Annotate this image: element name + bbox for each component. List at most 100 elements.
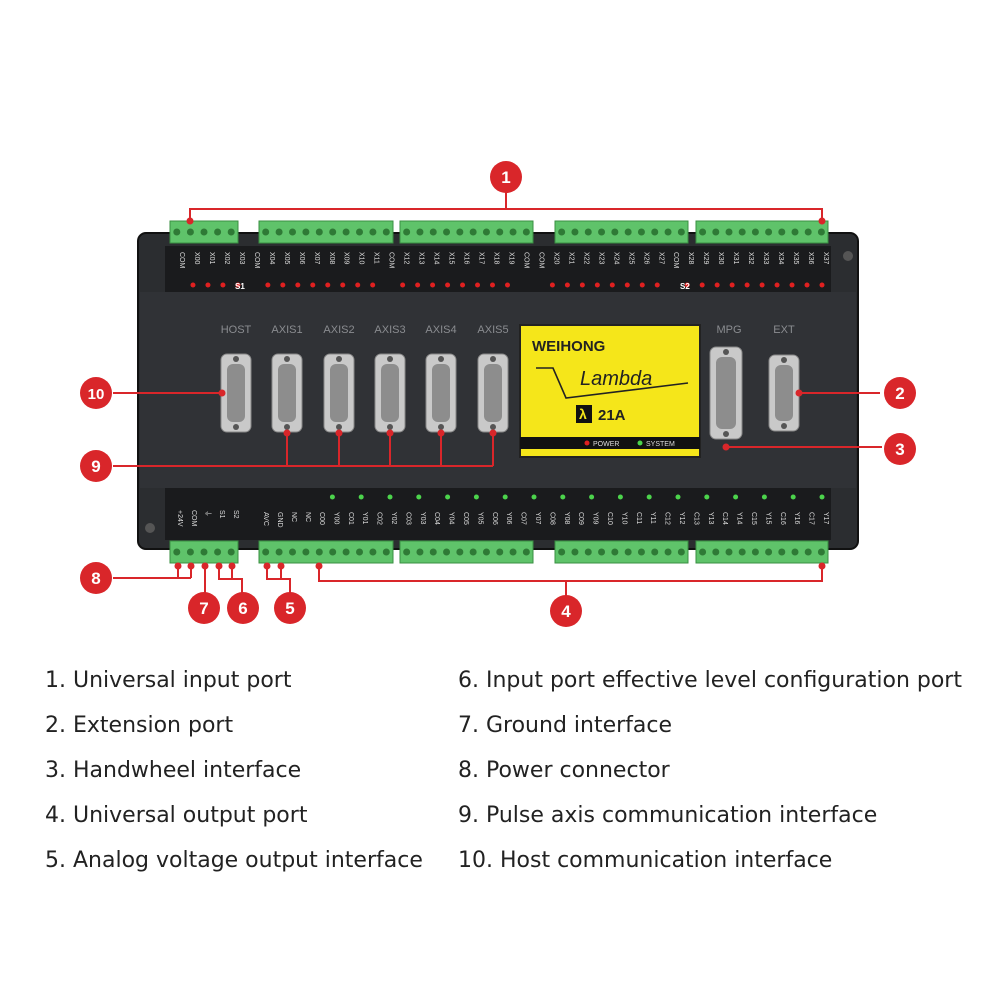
- terminal-screw: [804, 228, 812, 236]
- input-label: X18: [493, 252, 500, 265]
- input-led: [325, 282, 331, 288]
- input-label: COM: [253, 252, 260, 269]
- callout-anchor: [263, 562, 271, 570]
- power-led: [584, 440, 590, 446]
- callout-anchor: [489, 429, 497, 437]
- callout-number-2: 2: [895, 384, 904, 403]
- output-label: C10: [606, 512, 613, 525]
- terminal-screw: [186, 228, 194, 236]
- callout-anchor: [218, 389, 226, 397]
- output-led: [819, 494, 825, 500]
- legend-item-5: 5. Analog voltage output interface: [45, 848, 423, 873]
- legend-item-3: 3. Handwheel interface: [45, 758, 302, 783]
- input-label: X06: [298, 252, 305, 265]
- model-name: Lambda: [580, 368, 652, 390]
- terminal-screw: [302, 228, 310, 236]
- callout-anchor: [174, 562, 182, 570]
- input-label: X03: [238, 252, 245, 265]
- input-led: [684, 282, 690, 288]
- input-terminal-block-1: [169, 220, 239, 244]
- port-axis2: [323, 353, 355, 433]
- output-terminal-block-2: [399, 540, 534, 564]
- input-label: X09: [343, 252, 350, 265]
- input-label: X32: [747, 252, 754, 265]
- input-label: X07: [313, 252, 320, 265]
- terminal-screw: [651, 548, 659, 556]
- input-led: [549, 282, 555, 288]
- callout-badge-3: [884, 433, 916, 465]
- lambda-glyph: λ: [579, 406, 587, 422]
- callout-anchor: [215, 562, 223, 570]
- input-led: [729, 282, 735, 288]
- port-label-ext: EXT: [773, 324, 795, 336]
- input-led: [460, 282, 466, 288]
- input-label: X05: [283, 252, 290, 265]
- legend-right: 6. Input port effective level configurat…: [458, 658, 962, 883]
- lcd-screen: [519, 324, 701, 458]
- output-led: [704, 494, 710, 500]
- input-label: X27: [657, 252, 664, 265]
- legend-item-1: 1. Universal input port: [45, 668, 292, 693]
- analog-label: NC: [304, 512, 311, 522]
- terminal-screw: [382, 548, 390, 556]
- input-label: X00: [193, 252, 200, 265]
- output-label: Y11: [649, 512, 656, 524]
- input-label: X11: [373, 252, 380, 264]
- terminal-screw: [315, 228, 323, 236]
- callout-anchor: [437, 429, 445, 437]
- port-ext: [768, 354, 800, 432]
- input-led: [355, 282, 361, 288]
- terminal-screw: [262, 228, 270, 236]
- analog-label: AVC: [262, 512, 269, 526]
- input-label: X19: [507, 252, 514, 265]
- port-mpg: [709, 346, 743, 440]
- output-label: Y12: [678, 512, 685, 525]
- output-label: Y09: [592, 512, 599, 525]
- terminal-screw: [738, 548, 746, 556]
- terminal-screw: [624, 548, 632, 556]
- status-system: SYSTEM: [646, 441, 675, 448]
- input-led: [295, 282, 301, 288]
- input-led: [265, 282, 271, 288]
- terminal-screw: [186, 548, 194, 556]
- terminal-screw: [677, 548, 685, 556]
- power-label: +24V: [176, 510, 183, 527]
- output-led: [473, 494, 479, 500]
- output-label: C16: [779, 512, 786, 525]
- terminal-screw: [356, 548, 363, 556]
- terminal-screw: [275, 228, 283, 236]
- callout-anchor: [818, 562, 826, 570]
- input-label: X23: [597, 252, 604, 265]
- callout-anchor: [187, 562, 195, 570]
- input-led: [804, 282, 810, 288]
- terminal-screw: [611, 548, 619, 556]
- input-label: X08: [328, 252, 335, 265]
- input-terminal-block-4: [554, 220, 689, 244]
- output-label: C07: [520, 512, 527, 525]
- callout-anchor: [283, 429, 291, 437]
- input-label: COM: [522, 252, 529, 269]
- input-terminal-block-5: [695, 220, 829, 244]
- input-led: [280, 282, 286, 288]
- legend-item-7: 7. Ground interface: [458, 713, 673, 738]
- output-label: Y14: [736, 512, 743, 525]
- output-led: [733, 494, 739, 500]
- input-label: X37: [822, 252, 829, 265]
- terminal-screw: [817, 228, 825, 236]
- terminal-screw: [509, 228, 517, 236]
- power-label: COM: [190, 510, 197, 527]
- mount-hole: [843, 251, 853, 261]
- port-host: [220, 353, 252, 433]
- callout-line-4: [318, 566, 823, 582]
- output-label: Y10: [620, 512, 627, 525]
- terminal-screw: [558, 548, 566, 556]
- output-label: C00: [318, 512, 325, 525]
- input-label: X13: [418, 252, 425, 265]
- input-label: X14: [433, 252, 440, 265]
- power-label: ⏚: [204, 510, 212, 517]
- terminal-screw: [289, 228, 296, 236]
- terminal-screw: [315, 548, 323, 556]
- output-label: Y07: [534, 512, 541, 525]
- input-led: [205, 282, 211, 288]
- input-label: X17: [478, 252, 485, 265]
